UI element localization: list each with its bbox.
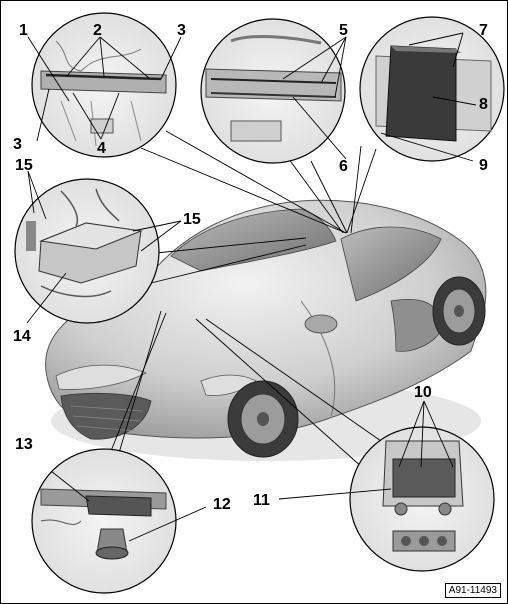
callout-10: 10 <box>414 384 432 401</box>
detail-circle-module <box>359 16 505 162</box>
callout-3-left: 3 <box>13 136 22 153</box>
callout-15-left: 15 <box>15 157 33 174</box>
callout-9: 9 <box>479 157 488 174</box>
detail-circle-roof <box>200 18 346 164</box>
callout-12: 12 <box>213 496 231 513</box>
callout-7: 7 <box>479 22 488 39</box>
car-pointer-lines <box>108 130 382 469</box>
detail-circle-bottom-left <box>31 448 177 594</box>
figure-reference: A91-11493 <box>444 583 501 598</box>
callout-3-top: 3 <box>177 22 186 39</box>
callout-4: 4 <box>97 140 106 157</box>
callout-5: 5 <box>339 22 348 39</box>
callout-15-right: 15 <box>183 211 201 228</box>
callout-2: 2 <box>93 22 102 39</box>
callout-11: 11 <box>253 492 270 509</box>
detail-circle-antennas <box>31 12 177 158</box>
callout-14: 14 <box>13 328 31 345</box>
callout-13: 13 <box>15 436 33 453</box>
car-illustration <box>45 199 487 461</box>
callout-8: 8 <box>479 96 488 113</box>
callout-6: 6 <box>339 158 348 175</box>
detail-circle-left-module <box>14 178 160 324</box>
callout-1: 1 <box>19 22 28 39</box>
